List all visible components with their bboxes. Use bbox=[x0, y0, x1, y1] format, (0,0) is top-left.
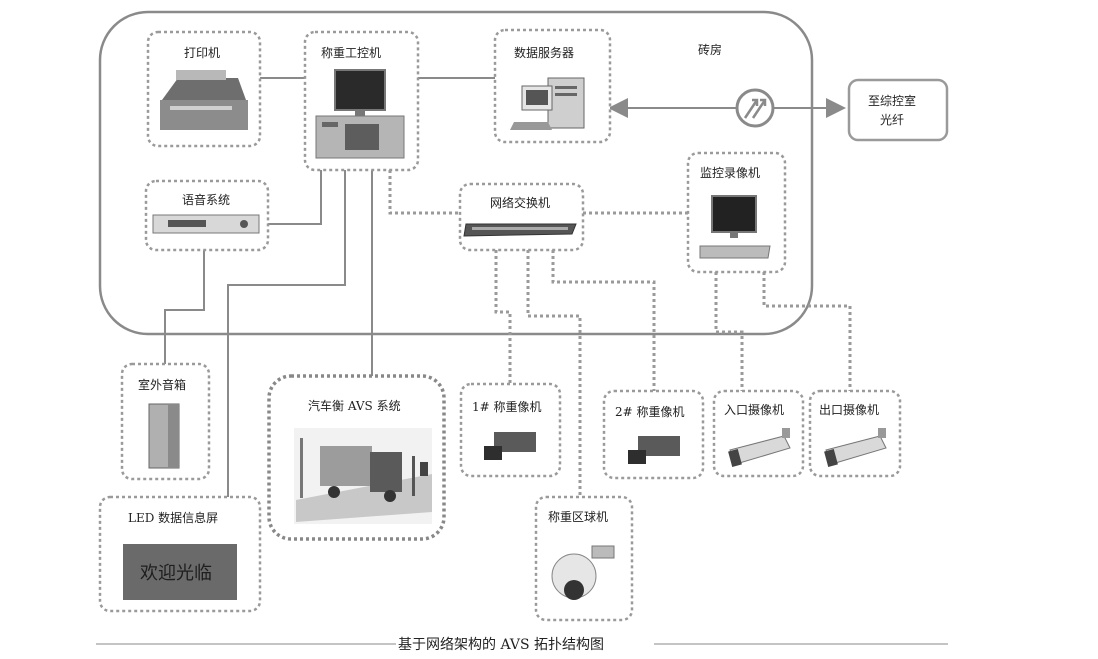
weigh-cam-1-box bbox=[459, 382, 562, 478]
truck-icon bbox=[294, 428, 432, 524]
led-display-text: 欢迎光临 bbox=[140, 563, 212, 584]
network-switch-box bbox=[458, 182, 585, 252]
fiber-label-line1: 至综控室 bbox=[868, 93, 916, 108]
weigh-cam-1-label: 1# 称重像机 bbox=[472, 400, 542, 414]
link-nvr-entry bbox=[714, 272, 744, 391]
monitor-icon bbox=[334, 69, 386, 116]
exit-cam-label: 出口摄像机 bbox=[819, 402, 879, 417]
dome-camera-icon bbox=[551, 545, 615, 600]
link-nvr-exit bbox=[762, 272, 852, 391]
dome-cam-label: 称重区球机 bbox=[548, 510, 608, 524]
link-voice-speaker bbox=[164, 250, 205, 364]
link-pc-led bbox=[227, 170, 346, 497]
brick-room-boundary bbox=[98, 10, 814, 336]
led-screen-label: LED 数据信息屏 bbox=[128, 510, 218, 525]
caption: 基于网络架构的 AVS 拓扑结构图 bbox=[398, 636, 604, 653]
nvr-monitor-icon bbox=[699, 195, 771, 259]
link-pc-voice bbox=[268, 170, 322, 225]
avs-system-label: 汽车衡 AVS 系统 bbox=[308, 398, 401, 413]
led-display-panel bbox=[123, 544, 237, 600]
switch-icon bbox=[463, 223, 577, 237]
link-switch-cam1 bbox=[494, 250, 512, 384]
camera-icon bbox=[628, 436, 680, 464]
entry-cam-label: 入口摄像机 bbox=[724, 402, 784, 417]
bullet-camera-icon bbox=[728, 428, 791, 468]
weigh-pc-label: 称重工控机 bbox=[321, 46, 381, 60]
nvr-label: 监控录像机 bbox=[700, 166, 760, 180]
camera-icon bbox=[484, 432, 536, 460]
printer-icon bbox=[160, 70, 248, 130]
bullet-camera-icon bbox=[824, 428, 887, 468]
industrial-pc-icon bbox=[315, 115, 405, 159]
amplifier-icon bbox=[152, 214, 260, 234]
voice-system-label: 语音系统 bbox=[182, 192, 230, 207]
data-server-label: 数据服务器 bbox=[514, 45, 574, 60]
link-switch-cam2 bbox=[551, 250, 656, 391]
network-switch-label: 网络交换机 bbox=[490, 195, 550, 210]
room-label: 砖房 bbox=[698, 42, 722, 57]
weigh-cam-2-label: 2# 称重像机 bbox=[615, 405, 685, 419]
fiber-label-line2: 光纤 bbox=[880, 113, 904, 127]
fiber-transceiver-icon bbox=[735, 88, 775, 128]
link-pc-switch bbox=[388, 170, 460, 215]
server-icon bbox=[510, 77, 585, 130]
outdoor-speaker-label: 室外音箱 bbox=[138, 377, 186, 392]
printer-label: 打印机 bbox=[184, 46, 220, 60]
link-switch-dome bbox=[526, 250, 582, 497]
remote-fiber-box bbox=[847, 78, 949, 142]
speaker-icon bbox=[148, 403, 180, 469]
